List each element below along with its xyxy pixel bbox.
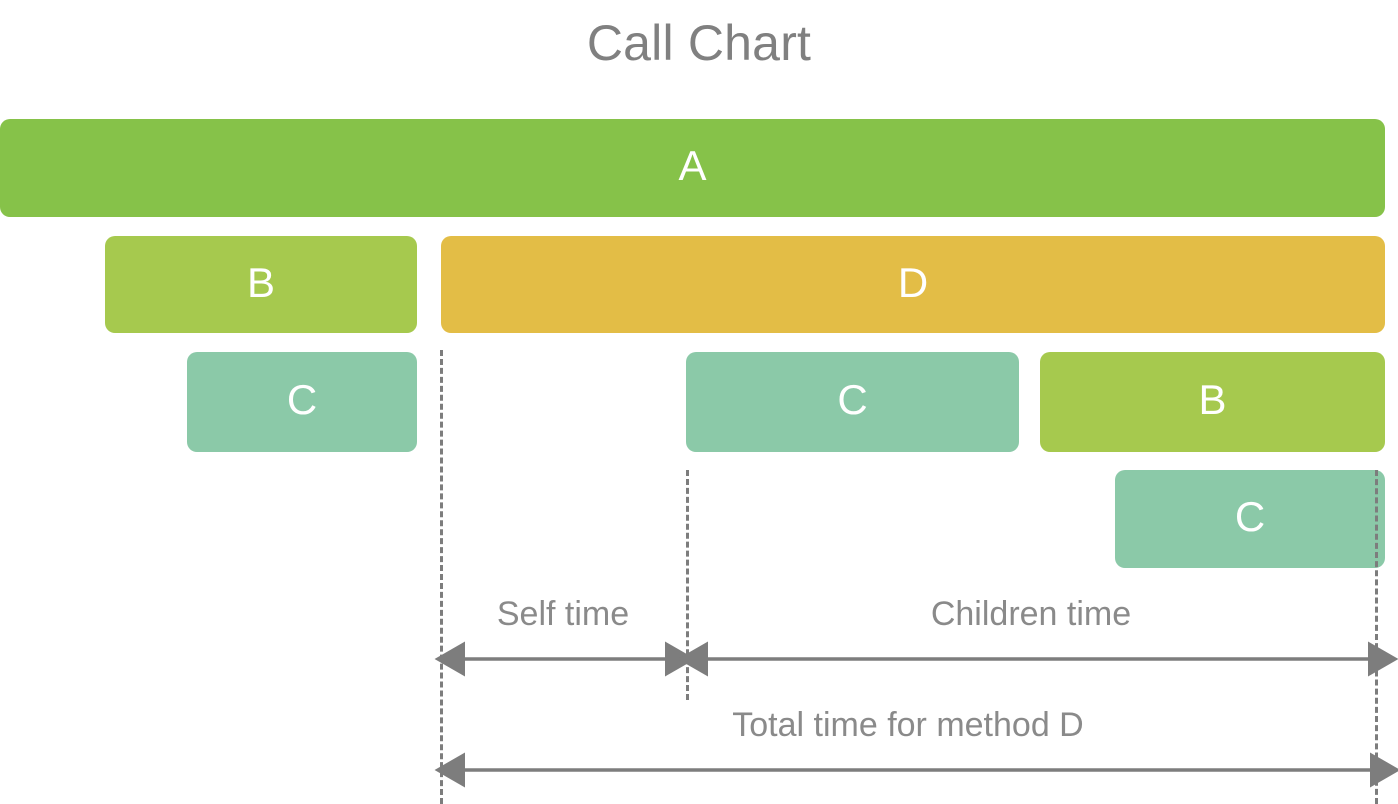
call-frame-d-level1[interactable]: D: [441, 236, 1385, 333]
call-frame-c-level2-middle[interactable]: C: [686, 352, 1019, 452]
call-frame-label: D: [897, 258, 929, 306]
call-frame-label: C: [1234, 493, 1266, 540]
call-frame-b-level1[interactable]: B: [105, 236, 417, 333]
call-frame-label: C: [286, 376, 318, 423]
call-frame-label: B: [246, 258, 275, 306]
call-frame-c-level2-left[interactable]: C: [187, 352, 417, 452]
call-frame-b-level2-right[interactable]: B: [1040, 352, 1385, 452]
guide-line-d-end: [1375, 470, 1378, 804]
call-frame-a-root[interactable]: A: [0, 119, 1385, 217]
guide-line-d-start: [440, 350, 443, 804]
total-time-label: Total time for method D: [732, 706, 1084, 744]
guide-line-self-time-end: [686, 470, 689, 700]
total-time-arrow: [434, 752, 1398, 788]
page-title: Call Chart: [586, 15, 812, 71]
call-frame-label: C: [837, 376, 868, 423]
self-time-label: Self time: [496, 595, 630, 633]
children-time-arrow: [677, 641, 1398, 677]
call-frame-c-level3[interactable]: C: [1115, 470, 1385, 568]
call-frame-label: B: [1198, 376, 1227, 423]
call-frame-label: A: [678, 142, 707, 189]
self-time-arrow: [434, 641, 696, 677]
children-time-label: Children time: [930, 595, 1132, 633]
